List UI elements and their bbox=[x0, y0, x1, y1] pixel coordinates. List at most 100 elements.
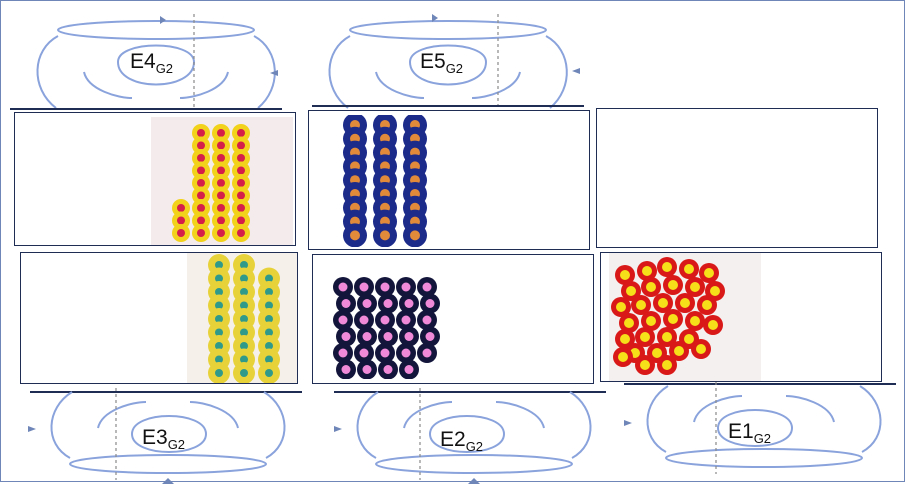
dish bbox=[232, 149, 250, 167]
dish bbox=[212, 211, 230, 230]
dish bbox=[232, 211, 250, 230]
marker-icon bbox=[572, 68, 580, 74]
separator-line bbox=[10, 108, 282, 110]
marker-icon bbox=[432, 14, 438, 22]
dish bbox=[212, 186, 230, 205]
dish bbox=[420, 293, 440, 314]
plate-photo-bottom-middle bbox=[331, 275, 455, 379]
dish bbox=[420, 326, 440, 347]
dish bbox=[192, 211, 210, 230]
dish bbox=[691, 339, 711, 359]
dish bbox=[232, 124, 250, 142]
dish bbox=[375, 310, 395, 330]
dish bbox=[373, 223, 397, 247]
dish bbox=[417, 343, 437, 363]
dish bbox=[333, 277, 353, 297]
dish bbox=[613, 347, 633, 367]
dish bbox=[192, 186, 210, 205]
marker-icon bbox=[160, 16, 166, 24]
person-label-e4: E4G2 bbox=[130, 50, 174, 76]
marker-icon bbox=[162, 478, 174, 484]
dish bbox=[657, 355, 677, 375]
dish bbox=[212, 161, 230, 180]
dish bbox=[396, 310, 416, 330]
dish bbox=[232, 186, 250, 205]
box-top-left bbox=[14, 112, 296, 246]
box-bottom-middle bbox=[312, 254, 594, 384]
plate-photo-bottom-right bbox=[609, 253, 761, 381]
dish bbox=[212, 174, 230, 192]
dish bbox=[635, 327, 655, 347]
dish bbox=[399, 326, 419, 347]
dish bbox=[375, 343, 395, 363]
person-outline-e5 bbox=[328, 14, 580, 110]
dish bbox=[611, 297, 631, 317]
dish bbox=[641, 311, 661, 331]
dish bbox=[192, 136, 210, 155]
marker-icon bbox=[28, 426, 36, 432]
person-outline-e1 bbox=[624, 382, 882, 474]
person-e5: E5G2 bbox=[310, 10, 590, 110]
person-e1: E1G2 bbox=[624, 382, 904, 478]
box-top-right bbox=[596, 108, 878, 248]
dish bbox=[208, 362, 230, 383]
box-top-middle bbox=[308, 110, 590, 250]
dish bbox=[703, 315, 723, 335]
dish bbox=[232, 224, 250, 242]
dish bbox=[396, 277, 416, 297]
dish bbox=[192, 124, 210, 142]
plate-photo-top-left bbox=[151, 117, 293, 245]
dish bbox=[675, 293, 695, 313]
dish bbox=[697, 295, 717, 315]
dish bbox=[192, 161, 210, 180]
person-outline-e4 bbox=[36, 14, 278, 110]
dish bbox=[212, 136, 230, 155]
person-label-e5: E5G2 bbox=[420, 50, 464, 76]
dish bbox=[657, 327, 677, 347]
dish bbox=[212, 199, 230, 217]
dish bbox=[357, 326, 377, 347]
dish bbox=[172, 211, 190, 230]
separator-line bbox=[312, 105, 584, 107]
plate-photo-bottom-left bbox=[187, 253, 297, 383]
dish bbox=[336, 326, 356, 347]
dish bbox=[232, 161, 250, 180]
dish bbox=[232, 136, 250, 155]
dish bbox=[399, 293, 419, 314]
dish bbox=[417, 310, 437, 330]
dish bbox=[172, 199, 190, 217]
dish bbox=[615, 265, 635, 285]
dish bbox=[192, 224, 210, 242]
dish bbox=[685, 277, 705, 297]
dish bbox=[233, 362, 255, 383]
dish bbox=[192, 174, 210, 192]
dish bbox=[635, 355, 655, 375]
box-bottom-right bbox=[600, 252, 882, 382]
marker-icon bbox=[270, 70, 278, 76]
dish bbox=[396, 343, 416, 363]
dish bbox=[354, 343, 374, 363]
dish bbox=[417, 277, 437, 297]
dish bbox=[333, 310, 353, 330]
dish bbox=[378, 293, 398, 314]
dish bbox=[258, 362, 280, 383]
dish bbox=[192, 149, 210, 167]
person-label-e1: E1G2 bbox=[728, 420, 772, 446]
separator-line bbox=[30, 391, 302, 393]
person-e2: E2G2 bbox=[334, 388, 614, 484]
dish bbox=[641, 277, 661, 297]
dish bbox=[354, 310, 374, 330]
dish bbox=[685, 311, 705, 331]
dish bbox=[631, 295, 651, 315]
dish bbox=[212, 149, 230, 167]
plate-photo-top-middle bbox=[333, 115, 433, 247]
dish-grid-bottom-middle bbox=[333, 277, 440, 379]
dish bbox=[657, 257, 677, 277]
separator-line bbox=[334, 391, 606, 393]
dish bbox=[615, 329, 635, 349]
marker-icon bbox=[624, 420, 632, 426]
dish bbox=[663, 309, 683, 329]
dish bbox=[699, 263, 719, 283]
person-e4: E4G2 bbox=[22, 10, 292, 110]
dish bbox=[378, 326, 398, 347]
